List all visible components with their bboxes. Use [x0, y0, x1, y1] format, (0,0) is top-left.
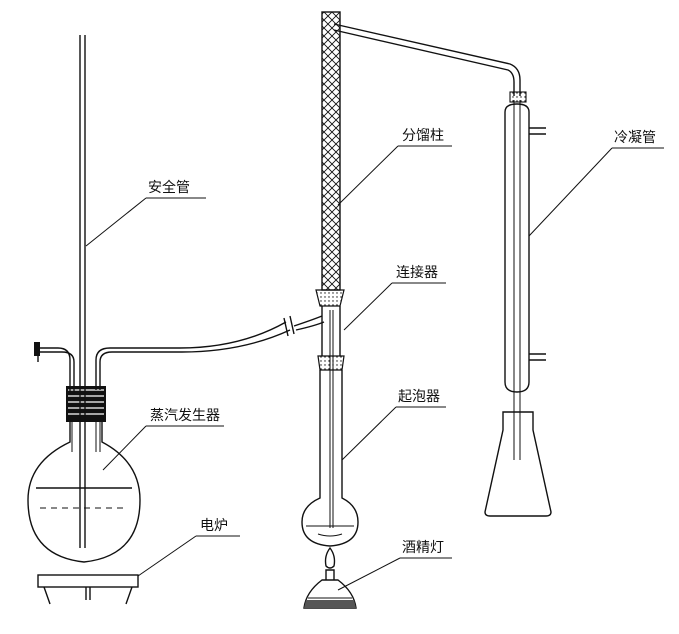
label-condenser: 冷凝管	[614, 130, 656, 146]
water-outlet	[529, 127, 546, 135]
alcohol-lamp	[303, 546, 357, 609]
label-steam-generator: 蒸汽发生器	[150, 408, 220, 424]
water-inlet	[529, 353, 546, 361]
fractionating-column	[301, 11, 521, 547]
label-electric-stove: 电炉	[200, 518, 228, 534]
leader-lines	[85, 145, 664, 591]
erlenmeyer-flask	[484, 411, 552, 517]
label-fractionating-column: 分馏柱	[402, 128, 444, 144]
bubbler	[301, 370, 359, 547]
hose-break	[283, 315, 295, 337]
label-safety-tube: 安全管	[148, 179, 190, 196]
electric-stove	[37, 574, 139, 605]
steam-generator	[27, 35, 291, 563]
left-outlet-tube	[40, 347, 71, 395]
packed-column	[321, 11, 341, 291]
round-bottom-flask	[27, 422, 141, 563]
label-alcohol-lamp: 酒精灯	[402, 540, 444, 556]
rubber-stopper	[66, 386, 106, 422]
condenser	[504, 91, 546, 460]
label-bubbler: 起泡器	[398, 389, 440, 405]
bubbler-stopper	[317, 355, 345, 371]
connector-stopper	[315, 289, 345, 307]
label-connector: 连接器	[396, 264, 438, 281]
flame	[324, 546, 336, 569]
stopcock	[34, 342, 40, 356]
steam-delivery-tube	[95, 321, 287, 390]
condenser-jacket	[504, 103, 530, 393]
vapor-tube	[333, 23, 521, 96]
